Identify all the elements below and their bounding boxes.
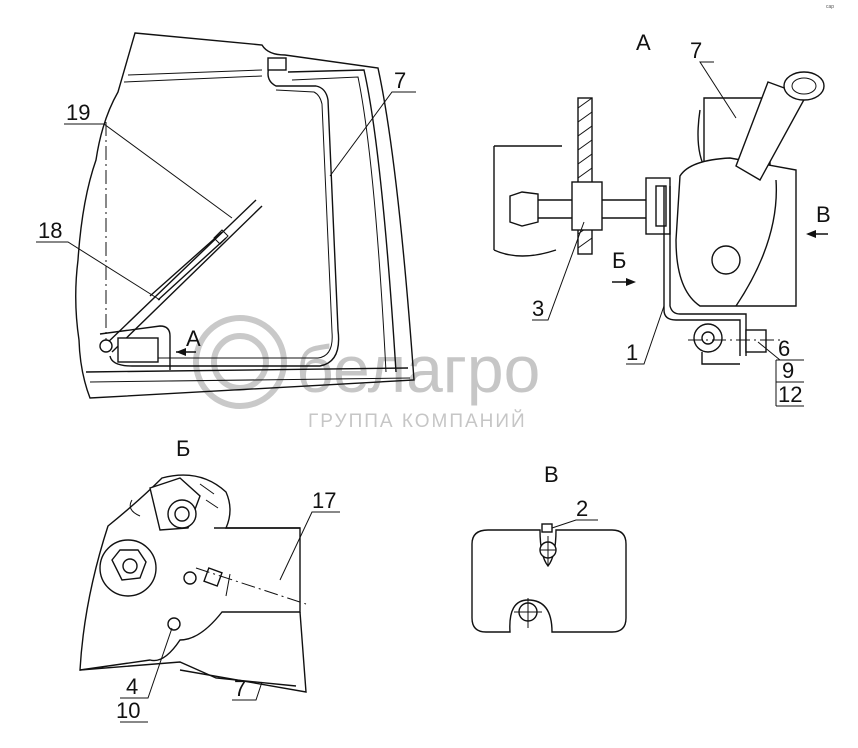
bolt-head [745,329,767,353]
motor-housing [675,157,797,307]
leader-19 [64,123,233,219]
cab-bottom-line [85,367,409,373]
leader-6-9-12 [757,341,804,407]
watermark: белагро ГРУППА КОМПАНИЙ [193,315,540,432]
motor-housing-curve [735,179,778,307]
view-title-a: А [636,30,651,55]
gear-shaft-bore [174,506,190,522]
cab-outline [75,32,415,399]
frame-line-top [127,69,263,76]
wiper-joint [213,229,229,245]
plate-tab [541,523,553,533]
tube-clip [267,57,287,71]
wiper-blade [149,231,227,301]
label-2: 2 [576,496,588,521]
leader-17 [279,511,340,581]
arrow-label-a: А [186,326,201,351]
label-3: 3 [532,296,544,321]
label-19: 19 [66,100,90,125]
main-view-cab-window: А 19 18 7 [36,32,416,399]
screw-1 [183,571,197,585]
mount-bracket-2 [669,186,747,356]
label-6: 6 [778,336,790,361]
view-arrow-b-head [626,278,636,286]
arrow-label-b: Б [612,248,626,273]
leader-7-a [699,61,737,119]
bracket-nut-hole [701,331,715,345]
bracket-base [701,352,740,365]
wiper-pivot [99,339,113,353]
label-7-main: 7 [394,68,406,93]
view-a-motor: А Б В [493,30,831,407]
watermark-tagline: ГРУППА КОМПАНИЙ [308,410,527,432]
shaft-bushing [571,181,603,231]
view-arrow-v-head [806,230,816,238]
label-10: 10 [116,698,140,723]
view-arrow-a-head [176,348,186,356]
label-12: 12 [778,382,802,407]
leader-18 [36,241,161,301]
screw-2 [167,617,181,631]
arrow-label-v: В [816,202,831,227]
shaft-nut [509,191,539,227]
label-9: 9 [782,358,794,383]
motor-tube-end [783,71,825,101]
view-title-b: Б [176,436,190,461]
housing-base [79,661,297,687]
panel-section [493,145,562,257]
motor-bracket [99,325,171,370]
leader-1 [626,305,665,365]
label-1: 1 [626,340,638,365]
leader-2 [551,519,598,529]
label-7-b: 7 [234,676,246,701]
frame-line-top-2 [123,75,263,83]
plate-hole-bottom-cross [514,598,542,628]
view-b-detail: Б 17 4 10 7 [79,436,340,723]
view-title-v: В [544,462,559,487]
wiper-motor [117,337,159,363]
housing-lower [179,611,307,693]
washer-tube-inner [134,89,333,359]
label-17: 17 [312,488,336,513]
shaft-flange-inner [655,185,667,227]
slot-line [225,573,231,597]
window-right-frame [287,69,397,373]
label-18: 18 [38,218,62,243]
leader-7-main [329,91,416,177]
watermark-logo-inner-icon [211,333,269,391]
wiper-arm [103,199,257,347]
view-v-plate: В 2 [471,462,627,633]
gear-teeth [129,483,219,517]
plate-hole-top-cross [540,536,556,566]
label-7-a: 7 [690,38,702,63]
leader-3 [532,221,585,321]
arm-nut-hole [122,558,138,574]
motor-hub [711,245,741,275]
motor-tube-bore [791,77,817,95]
wiper-arm-2 [111,205,263,353]
washer-tube [109,63,340,367]
watermark-logo-outer-icon [193,315,287,409]
cab-bottom-line-2 [89,377,411,383]
mount-bracket [663,186,741,356]
leader-7-b [232,681,263,701]
leader-4-10 [120,627,173,723]
axis-line-b [195,567,307,605]
corner-mark: сар [826,4,834,10]
label-4: 4 [126,674,138,699]
mounting-plate [471,529,627,633]
window-right-frame-inner [291,76,387,373]
